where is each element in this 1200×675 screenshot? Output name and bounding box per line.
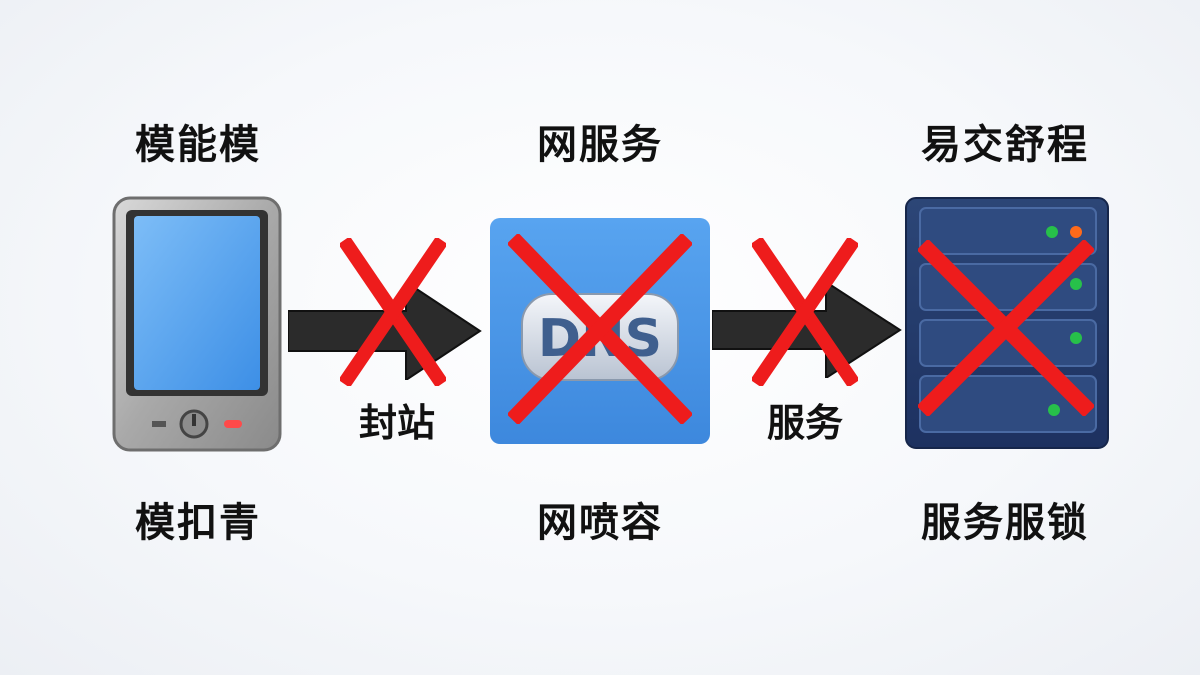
arrow-1-label: 封站 [358, 401, 436, 445]
cross-on-dns [508, 234, 692, 424]
phone-bottom-label: 模扣青 [135, 500, 261, 546]
cross-on-arrow-1 [340, 238, 446, 386]
server-top-label: 易交舒程 [921, 122, 1089, 168]
arrow-2-label: 服务 [766, 401, 844, 445]
phone-top-label: 模能模 [135, 122, 261, 168]
phone-icon [112, 196, 282, 452]
arrow-dns-to-server [712, 282, 902, 378]
dns-bottom-label: 网喷容 [537, 500, 663, 546]
cross-on-arrow-2 [752, 238, 858, 386]
server-bottom-label: 服务服锁 [921, 500, 1089, 546]
cross-on-server [918, 240, 1094, 416]
dns-top-label: 网服务 [537, 122, 663, 168]
